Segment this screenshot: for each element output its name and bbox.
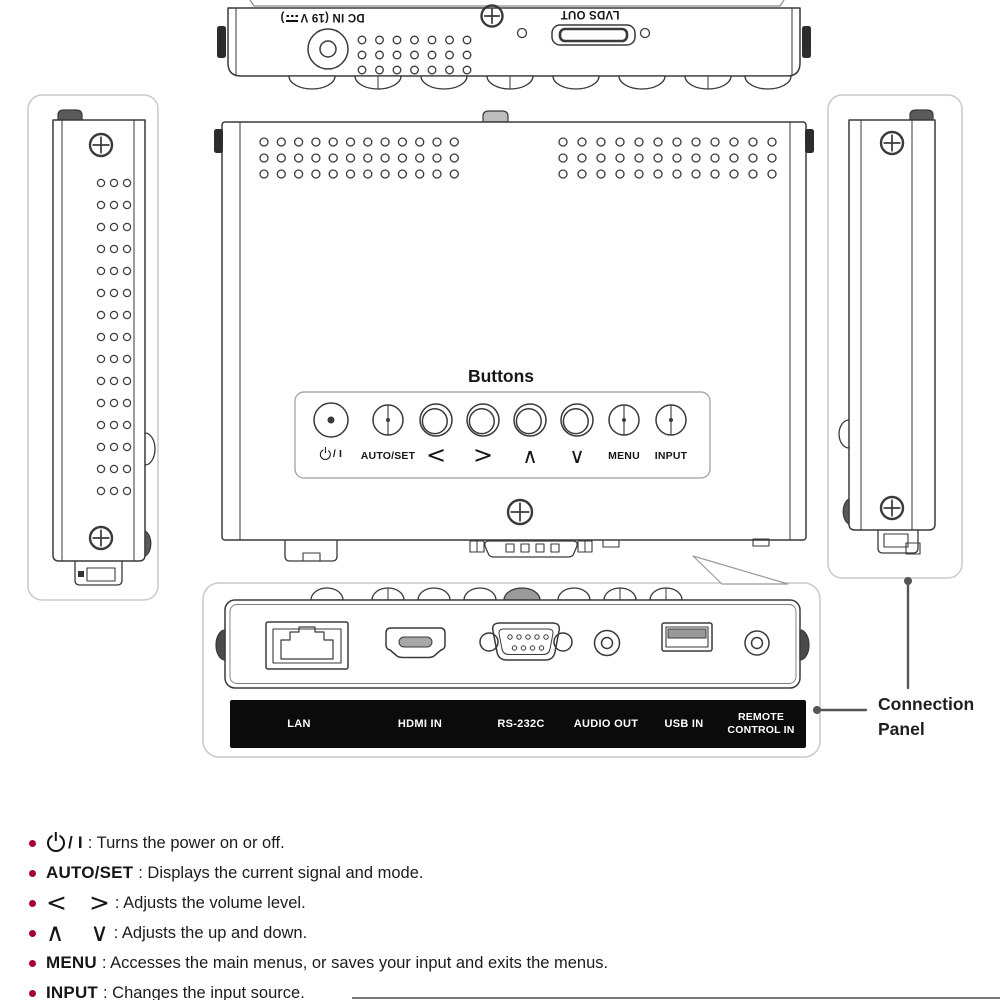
legend-item-menu: MENU : Accesses the main menus, or saves… [29,950,608,976]
legend-item-power: / I : Turns the power on or off. [29,830,285,856]
bottom-connector-icon [74,560,123,586]
legend-item-input: INPUT : Changes the input source. [29,980,305,1000]
up-arrow-label: ∧ [522,444,538,468]
usb-port-icon [661,622,713,652]
section-divider [352,997,1000,999]
down-arrow-glyph: ∨ [90,918,109,947]
up-arrow-glyph: ∧ [46,918,65,947]
bottom-connectors [284,538,770,562]
dc-in-label: DC IN (19 V) [280,11,365,23]
up-button [513,403,547,437]
hdmi-in-label: HDMI IN [397,718,443,730]
side-tab [802,26,811,58]
right-arrow-glyph: > [88,888,110,917]
dc-jack-icon [307,28,349,70]
hdmi-port-icon [385,627,446,659]
power-button [313,402,349,438]
menu-button [608,404,640,436]
auto-set-button [372,404,404,436]
input-button-label: INPUT [654,450,688,462]
connection-panel-callout: Connection Panel [878,694,975,739]
power-button-label: / I [319,448,342,460]
side-tab [215,629,226,661]
screw-icon [88,525,114,551]
screw-icon [879,495,905,521]
bullet-icon [29,989,36,997]
bullet-icon [29,929,36,937]
vga-connector-icon [484,540,578,558]
dc-symbol-icon [286,14,298,23]
side-tab [217,26,226,58]
foot-bump [909,109,934,121]
usb-in-label: USB IN [664,718,704,730]
side-tab [214,129,223,153]
vent-holes [558,137,777,179]
right-button [466,403,500,437]
screw-icon [88,132,114,158]
side-tab [799,629,810,661]
bullet-icon [29,899,36,907]
power-icon [319,448,331,460]
audio-out-label: AUDIO OUT [573,718,639,730]
left-arrow-glyph: < [46,888,67,917]
rs232c-port-icon [479,622,573,661]
device-feet [310,587,683,601]
dc-in-text: DC IN (19 V [300,11,365,23]
legend-item-auto-set: AUTO/SET : Displays the current signal a… [29,860,423,886]
screw-icon [480,4,504,28]
lan-port-icon [265,621,349,670]
input-button [655,404,687,436]
top-rear-view [217,0,811,90]
port-label-strip [230,700,806,748]
screw-icon [506,498,534,526]
side-tab [805,129,814,153]
buttons-title: Buttons [467,366,535,386]
callout-wedge [692,555,789,585]
connection-panel-view [202,555,868,758]
foot-bump [57,109,83,121]
remote-control-jack-icon [744,630,770,656]
remote-control-in-label: REMOTE CONTROL IN [727,711,795,736]
bullet-icon [29,959,36,967]
left-side-view [27,94,159,601]
down-button [560,403,594,437]
legend-item-updown: ∧ ∨ : Adjusts the up and down. [29,920,307,946]
lan-label: LAN [287,718,311,730]
callout-leader-horizontal [813,706,868,714]
menu-button-label: MENU [608,450,640,462]
left-arrow-label: < [425,441,447,469]
main-top-view [214,110,814,562]
vent-holes [357,35,472,75]
buttons-panel [294,391,711,479]
device-feet [288,75,792,90]
right-side-view [827,94,963,690]
callout-leader-vertical [904,577,912,690]
lvds-connector-icon [551,24,636,46]
bottom-connector-icon [877,529,921,555]
bullet-icon [29,869,36,877]
auto-set-button-label: AUTO/SET [360,450,416,462]
foot-bump [482,110,509,123]
lvds-out-label: LVDS OUT [560,8,620,20]
bullet-icon [29,839,36,847]
right-arrow-label: > [472,441,494,469]
down-arrow-label: ∨ [569,444,585,468]
power-icon [47,834,65,852]
buttons-row [313,402,687,438]
rs232c-label: RS-232C [497,718,545,730]
legend-item-volume: < > : Adjusts the volume level. [29,890,306,916]
screw-icon [879,130,905,156]
vent-holes [259,137,459,179]
audio-out-jack-icon [593,629,621,657]
vent-holes [96,178,132,496]
left-button [419,403,453,437]
